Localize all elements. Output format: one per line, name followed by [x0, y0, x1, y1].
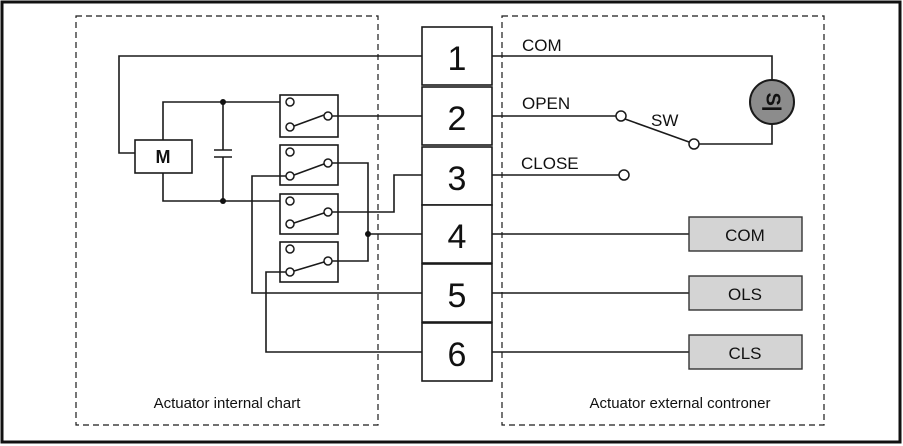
terminal-4-label: 4 — [448, 218, 467, 256]
external-panel-border — [501, 15, 825, 426]
external-panel-caption: Actuator external controner — [590, 395, 771, 412]
external-wiring: COM S| OPEN SW CLOSE COM OLS CLS — [492, 36, 803, 370]
output-cls-label: CLS — [728, 344, 761, 363]
internal-wiring: M — [118, 55, 422, 353]
open-signal-label: OPEN — [522, 94, 570, 113]
terminal-2-label: 2 — [448, 100, 467, 138]
com-signal-label: COM — [522, 36, 562, 55]
terminal-1-label: 1 — [448, 40, 467, 78]
output-cls-box — [688, 334, 803, 370]
motor-box — [134, 139, 193, 174]
output-com-label: COM — [725, 226, 765, 245]
terminal-block: 1 2 3 4 5 6 — [421, 26, 493, 382]
output-com-box — [688, 216, 803, 252]
output-ols-box — [688, 275, 803, 311]
terminal-3-label: 3 — [448, 160, 467, 198]
output-ols-label: OLS — [728, 285, 762, 304]
terminal-6-label: 6 — [448, 336, 467, 374]
power-source-symbol: S| — [762, 93, 784, 112]
motor-label: M — [156, 147, 171, 167]
internal-panel-caption: Actuator internal chart — [154, 395, 302, 412]
switch-label: SW — [651, 111, 678, 130]
close-signal-label: CLOSE — [521, 154, 579, 173]
terminal-5-label: 5 — [448, 277, 467, 315]
internal-panel-border — [75, 15, 379, 426]
